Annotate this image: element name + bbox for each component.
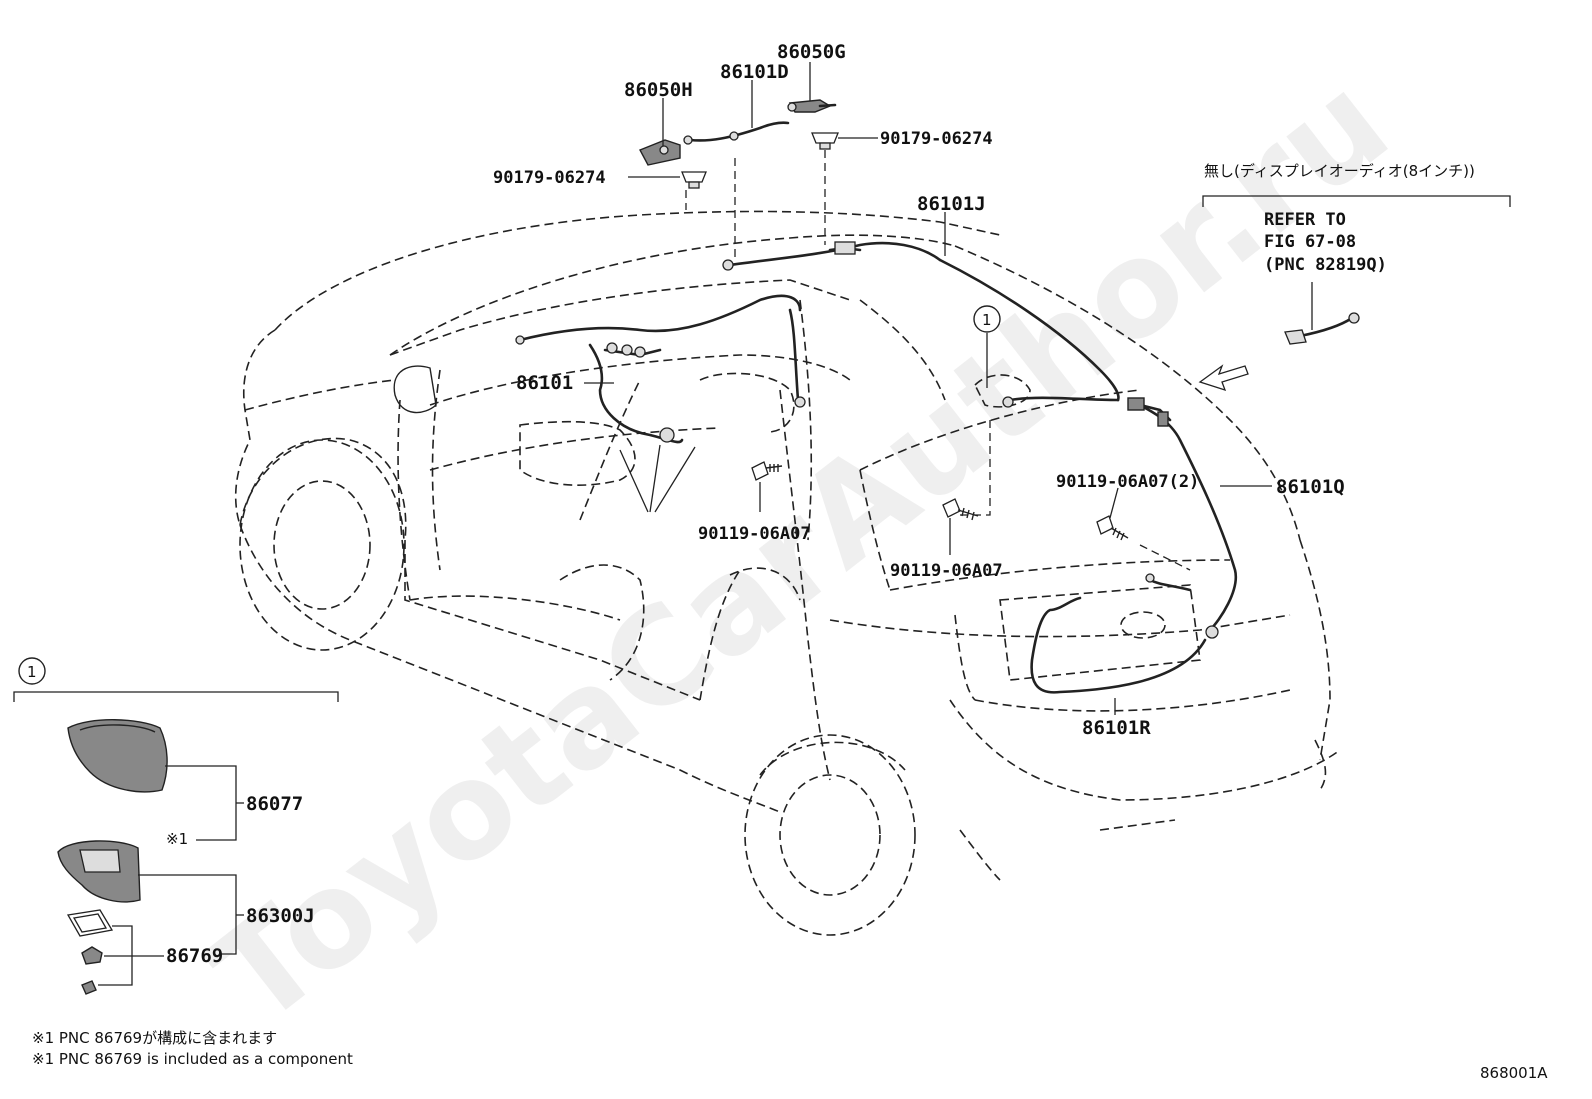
wire-harness-86101R [1030,573,1207,694]
inset-callout-text: 1 [27,663,37,681]
footnote-en: ※1 PNC 86769 is included as a component [32,1050,353,1068]
refer-line-2: FIG 67-08 [1264,232,1356,252]
label-86101D: 86101D [720,61,789,83]
note-mark: ※1 [166,830,188,848]
refer-line-3: (PNC 82819Q) [1264,255,1387,275]
inset-antenna-parts: 1 86077 ※1 86300J 86769 [13,657,339,995]
label-bolt-center: 90119-06A07 [698,524,811,544]
label-86101R: 86101R [1082,717,1151,739]
label-86101: 86101 [516,372,573,394]
label-bolt-lower: 90119-06A07 [890,561,1003,581]
label-86050G: 86050G [777,41,846,63]
label-86077: 86077 [246,793,303,815]
refer-box: 無し(ディスプレイオーディオ(8インチ)) REFER TO FIG 67-08… [1202,162,1511,330]
refer-line-1: REFER TO [1264,210,1346,230]
label-clip-left: 90179-06274 [493,168,606,188]
bolt-90119-2 [1096,515,1129,541]
footnote-jp: ※1 PNC 86769が構成に含まれます [32,1029,277,1047]
wire-harness-86101Q [1127,397,1238,639]
bolt-90119-center [751,461,783,481]
refer-japanese: 無し(ディスプレイオーディオ(8インチ)) [1204,162,1475,180]
callout-1-roof: 1 [973,305,1001,333]
label-86300J: 86300J [246,905,315,927]
label-bolt-2: 90119-06A07(2) [1056,472,1199,492]
gasket-86769 [66,909,114,995]
callout-1-text: 1 [982,311,992,329]
figure-id: 868001A [1480,1064,1548,1082]
label-86769: 86769 [166,945,223,967]
leader-lines [584,62,1272,715]
direction-arrow [1198,364,1249,392]
harness-82819Q [1284,312,1360,345]
bracket-86050G [787,99,837,113]
clip-90179-left [681,171,707,189]
label-86050H: 86050H [624,79,693,101]
label-86101Q: 86101Q [1276,476,1345,498]
label-clip-right: 90179-06274 [880,129,993,149]
antenna-base-86300J [57,840,141,903]
clip-90179-right [811,132,839,150]
bracket-86050H [639,139,681,166]
cable-86101D [683,121,790,145]
wire-harness-86101 [515,294,806,444]
bolt-90119-lower [942,498,979,521]
wire-harness-86101J [722,241,1120,408]
label-86101J: 86101J [917,193,986,215]
antenna-cover-86077 [67,719,168,793]
car-body-outline [234,210,1341,936]
